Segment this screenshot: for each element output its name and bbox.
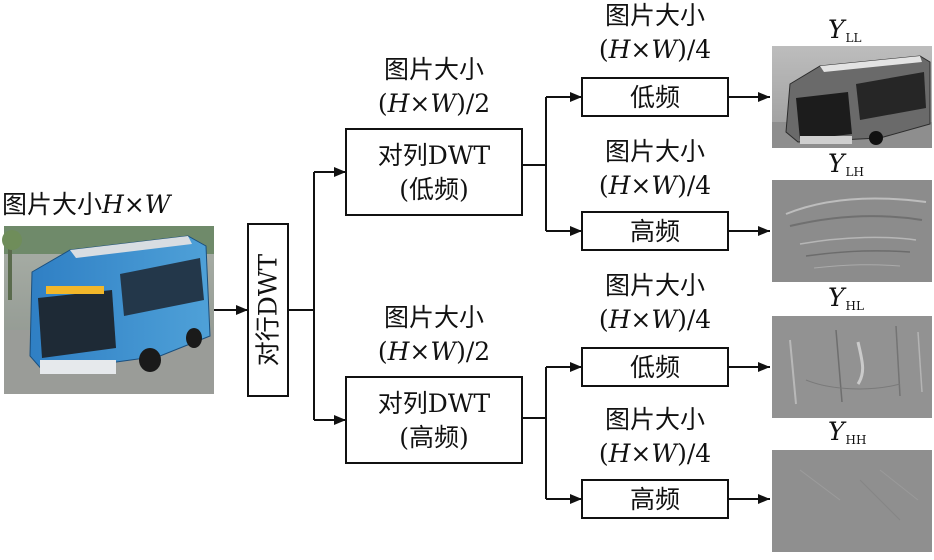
col-dwt-high-size-line1: 图片大小	[384, 303, 484, 332]
col-dwt-high-label-line2: (高频)	[399, 423, 469, 452]
row-dwt-label: 对行DWT	[254, 253, 283, 366]
out-lh-label: 高频	[630, 217, 680, 246]
out-hh-size-line2: (H×W)/4	[599, 439, 711, 468]
out-lh-size-line2: (H×W)/4	[599, 171, 711, 200]
col-dwt-low-size-line1: 图片大小	[384, 55, 484, 84]
out-hh-size-line1: 图片大小	[605, 405, 705, 434]
ll-band-label: YLL	[828, 15, 861, 45]
out-hl-size-line1: 图片大小	[605, 271, 705, 300]
col-dwt-low-label-line1: 对列DWT	[378, 141, 491, 170]
input-size-label: 图片大小H×W	[2, 190, 173, 219]
hh-subband-image	[772, 450, 932, 552]
out-lh-box	[581, 211, 729, 251]
col-dwt-high-box	[345, 376, 523, 464]
col-dwt-high-label-line1: 对列DWT	[378, 389, 491, 418]
out-hl-label: 低频	[630, 353, 680, 382]
lh-band-label: YLH	[828, 149, 864, 179]
out-hh-label: 高频	[630, 485, 680, 514]
hl-subband-image	[772, 316, 932, 418]
out-ll-size-line1: 图片大小	[605, 1, 705, 30]
col-dwt-high-size-line2: (H×W)/2	[378, 337, 490, 366]
input-bus-image	[2, 226, 214, 394]
out-ll-size-line2: (H×W)/4	[599, 35, 711, 64]
ll-subband-image	[772, 46, 932, 148]
col-dwt-low-box	[345, 128, 523, 216]
lh-subband-image	[772, 180, 932, 282]
out-lh-size-line1: 图片大小	[605, 137, 705, 166]
hh-band-label: YHH	[828, 417, 866, 447]
out-hl-size-line2: (H×W)/4	[599, 305, 711, 334]
col-dwt-low-label-line2: (低频)	[399, 175, 469, 204]
col-dwt-low-size-line2: (H×W)/2	[378, 89, 490, 118]
out-hh-box	[581, 479, 729, 519]
hl-band-label: YHL	[828, 283, 864, 313]
out-ll-label: 低频	[630, 83, 680, 112]
